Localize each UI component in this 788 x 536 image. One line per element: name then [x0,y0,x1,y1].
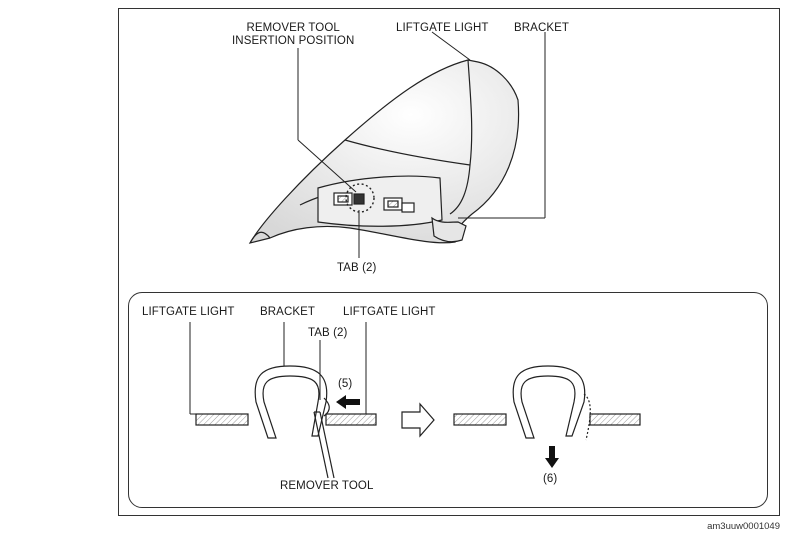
step-5-label: (5) [338,378,353,390]
liftgate-light-label-right: LIFTGATE LIGHT [343,306,436,318]
tab-label-top: TAB (2) [337,262,377,274]
reference-code: am3uuw0001049 [707,521,780,532]
transition-arrow-icon [401,402,435,438]
liftgate-light-label-top: LIFTGATE LIGHT [396,22,489,34]
inset-leader-lines [189,322,367,415]
remover-tool-insertion-position-label: REMOVER TOOL INSERTION POSITION [232,22,355,47]
detail-inset-frame [128,292,768,508]
bracket-label-top: BRACKET [514,22,570,34]
liftgate-light-label-left: LIFTGATE LIGHT [142,306,235,318]
step-6-label: (6) [543,473,558,485]
inset-left-scene [195,365,377,479]
remover-tool-label: REMOVER TOOL [280,480,374,492]
bracket-label-inset: BRACKET [260,306,316,318]
figure-frame [118,8,780,516]
top-leader-lines [297,31,546,258]
tab-label-inset: TAB (2) [308,327,348,339]
liftgate-light-assembly [248,59,520,244]
inset-right-scene [453,365,641,468]
